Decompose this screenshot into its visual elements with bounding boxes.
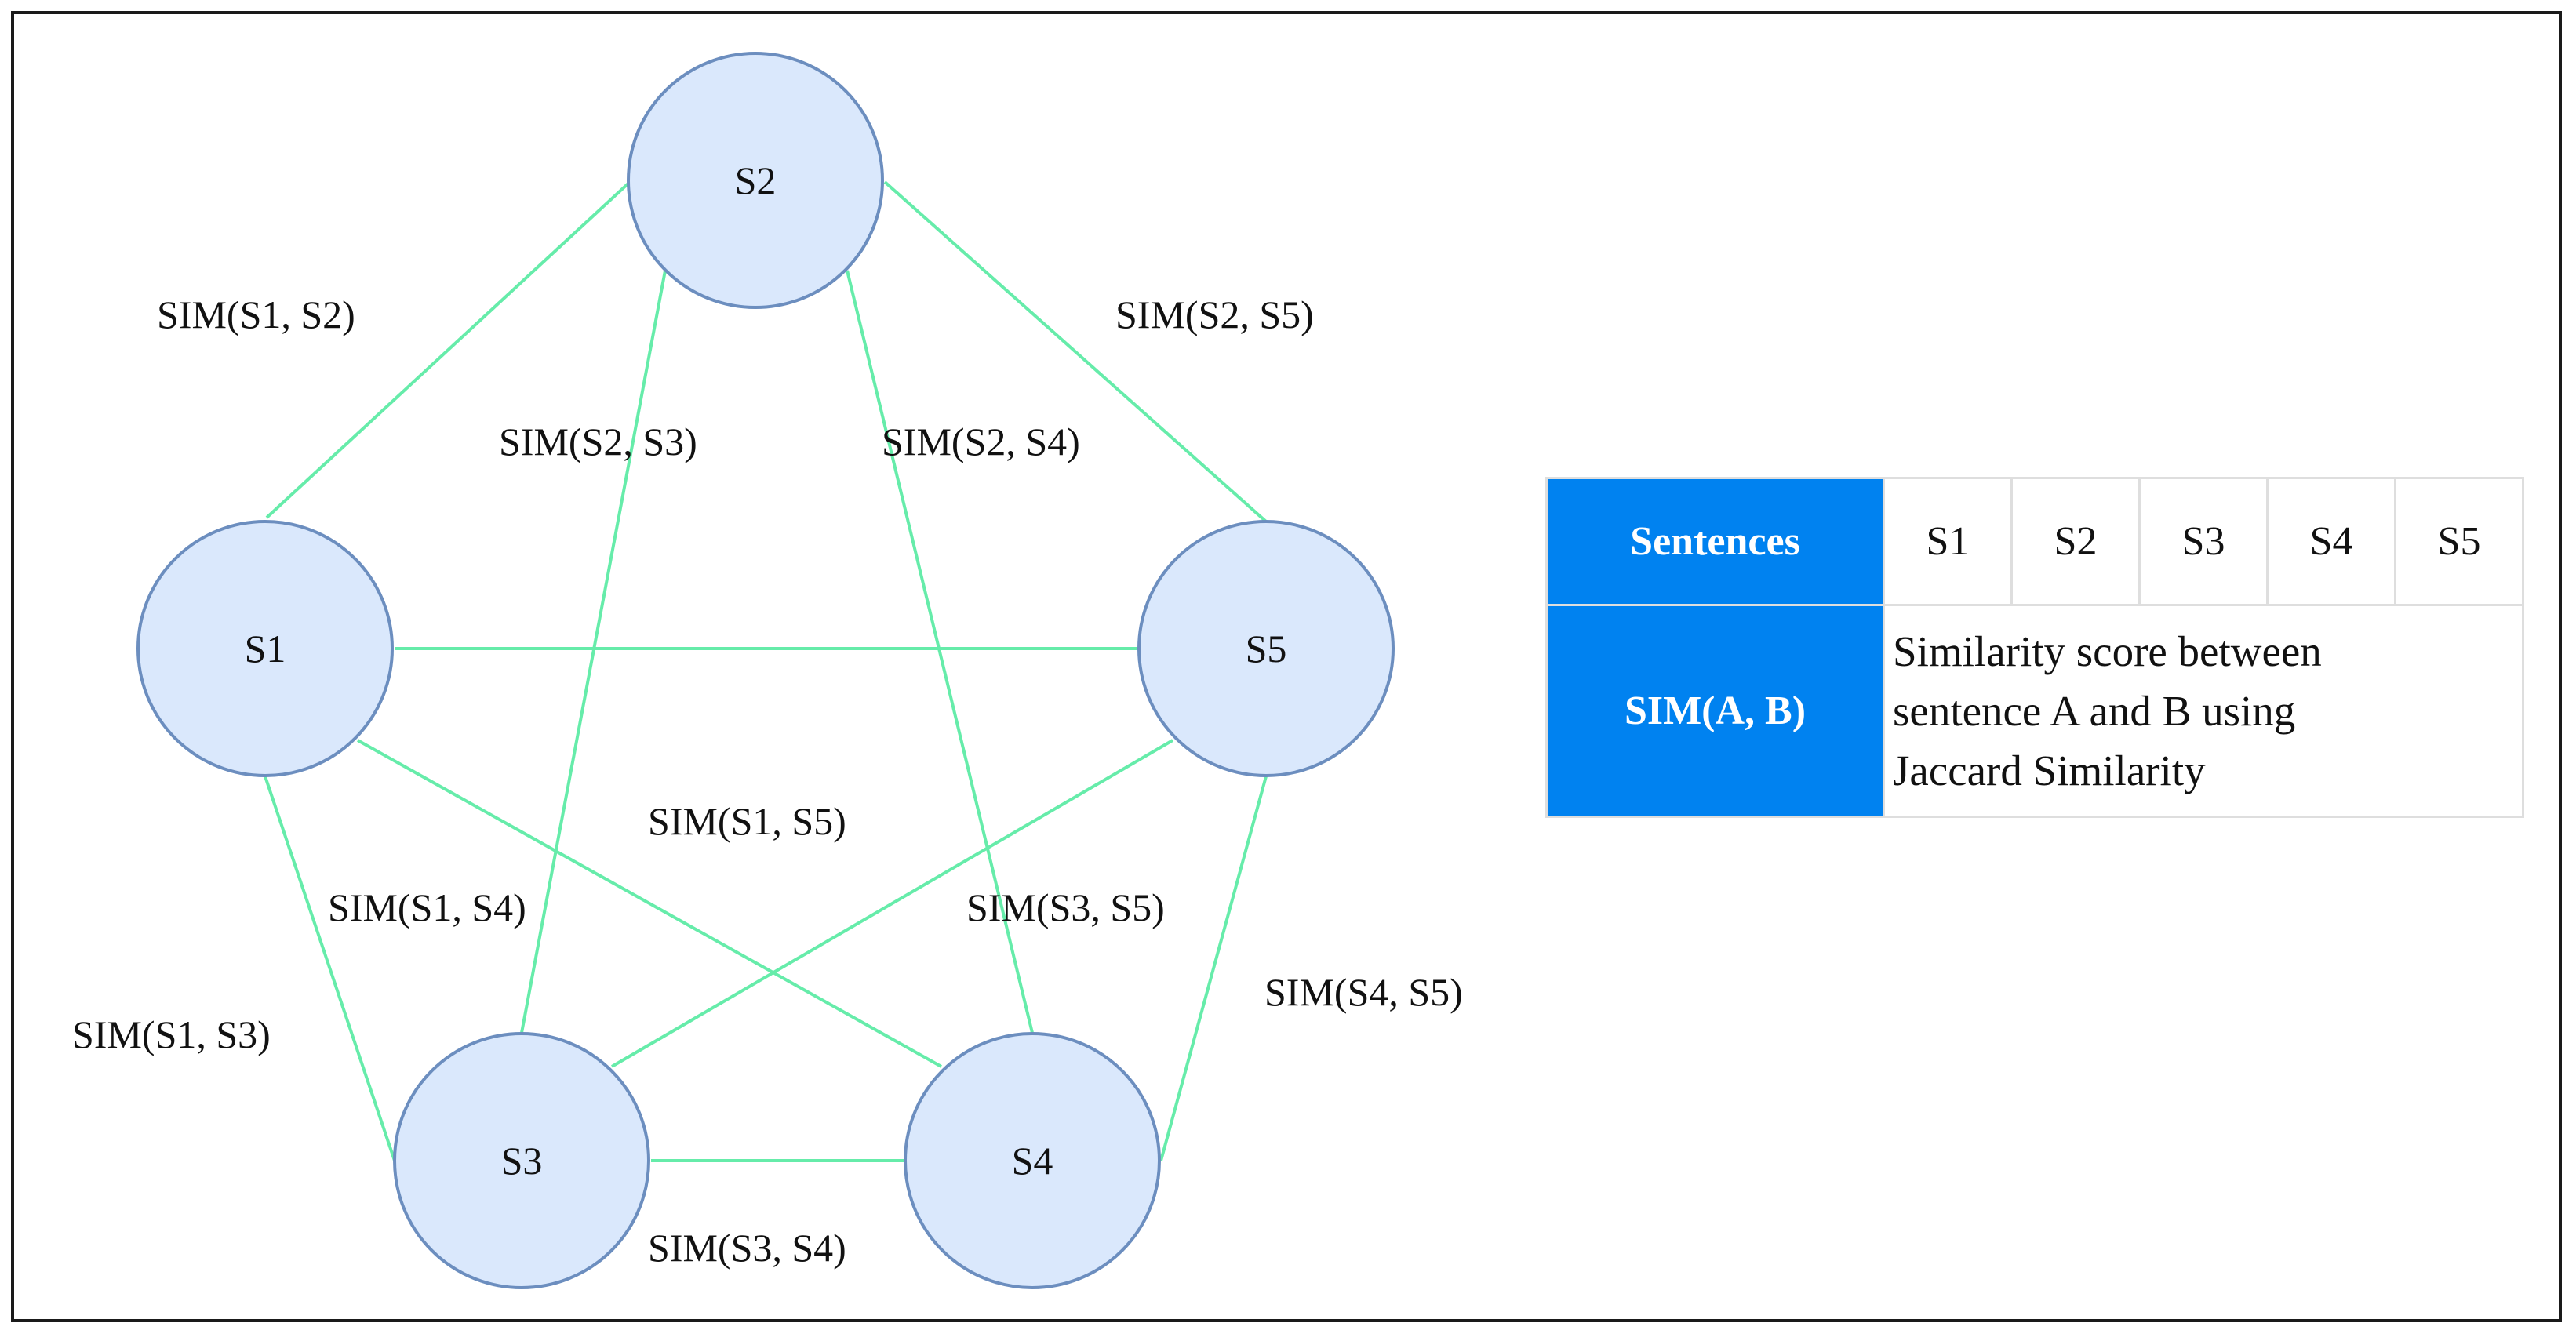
edge-s3-s5 xyxy=(610,739,1174,1068)
edge-label-s2-s5: SIM(S2, S5) xyxy=(1115,293,1314,336)
edge-s1-s2 xyxy=(265,180,631,519)
legend-row-sentences: Sentences S1 S2 S3 S4 S5 xyxy=(1545,477,2524,606)
legend-table: Sentences S1 S2 S3 S4 S5 SIM(A, B) Simil… xyxy=(1545,477,2524,818)
node-s4: S4 xyxy=(904,1032,1161,1289)
node-s5: S5 xyxy=(1137,520,1395,777)
legend-desc-line: Similarity score between xyxy=(1893,627,2322,675)
edge-s4-s5 xyxy=(1159,776,1268,1161)
legend-cell-s2: S2 xyxy=(2010,477,2141,606)
edge-label-s1-s4: SIM(S1, S4) xyxy=(328,885,526,929)
node-label: S3 xyxy=(501,1139,543,1183)
node-s3: S3 xyxy=(393,1032,650,1289)
edge-s1-s3 xyxy=(264,776,396,1161)
edge-label-s3-s5: SIM(S3, S5) xyxy=(966,885,1165,929)
edges-layer xyxy=(264,180,1268,1162)
legend-row-sim: SIM(A, B) Similarity score between sente… xyxy=(1545,604,2524,818)
legend-desc-line: Jaccard Similarity xyxy=(1893,747,2206,794)
edge-s2-s4 xyxy=(846,270,1034,1034)
legend-cell-s4: S4 xyxy=(2266,477,2396,606)
node-s2: S2 xyxy=(627,52,884,309)
legend-header-sim: SIM(A, B) xyxy=(1545,604,1885,818)
edge-label-s1-s3: SIM(S1, S3) xyxy=(72,1012,271,1056)
node-circle xyxy=(1137,520,1395,777)
node-label: S2 xyxy=(735,158,777,202)
node-s1: S1 xyxy=(136,520,394,777)
node-circle xyxy=(136,520,394,777)
legend-cell-s3: S3 xyxy=(2138,477,2269,606)
edge-s1-s4 xyxy=(357,739,942,1068)
edge-label-s2-s3: SIM(S2, S3) xyxy=(499,420,697,463)
legend-header-sentences: Sentences xyxy=(1545,477,1885,606)
legend-cell-s1: S1 xyxy=(1883,477,2013,606)
node-label: S4 xyxy=(1012,1139,1053,1183)
edge-labels-layer: SIM(S1, S2) SIM(S2, S5) SIM(S2, S3) SIM(S2,… xyxy=(72,293,1463,1270)
node-circle xyxy=(393,1032,650,1289)
legend-desc-line: sentence A and B using xyxy=(1893,687,2296,735)
edge-label-s4-s5: SIM(S4, S5) xyxy=(1264,970,1463,1014)
node-circle xyxy=(904,1032,1161,1289)
edge-s2-s3 xyxy=(520,270,667,1034)
edge-label-s2-s4: SIM(S2, S4) xyxy=(882,420,1080,463)
legend-sim-description: Similarity score between sentence A and … xyxy=(1883,604,2524,818)
node-label: S5 xyxy=(1246,627,1287,670)
edge-s2-s5 xyxy=(883,180,1268,523)
edge-label-s1-s2: SIM(S1, S2) xyxy=(157,293,355,336)
node-circle xyxy=(627,52,884,309)
legend-cell-s5: S5 xyxy=(2394,477,2524,606)
edge-label-s1-s5: SIM(S1, S5) xyxy=(648,799,846,843)
edge-label-s3-s4: SIM(S3, S4) xyxy=(648,1226,846,1270)
node-label: S1 xyxy=(245,627,286,670)
